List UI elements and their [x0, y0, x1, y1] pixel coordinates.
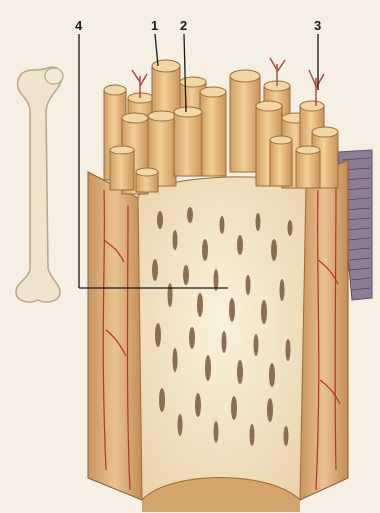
- label-3: 3: [314, 18, 321, 33]
- label-1: 1: [151, 18, 158, 33]
- spongy-bone: [138, 177, 306, 500]
- femur-icon: [16, 67, 63, 302]
- label-4: 4: [75, 18, 82, 33]
- label-2: 2: [180, 18, 187, 33]
